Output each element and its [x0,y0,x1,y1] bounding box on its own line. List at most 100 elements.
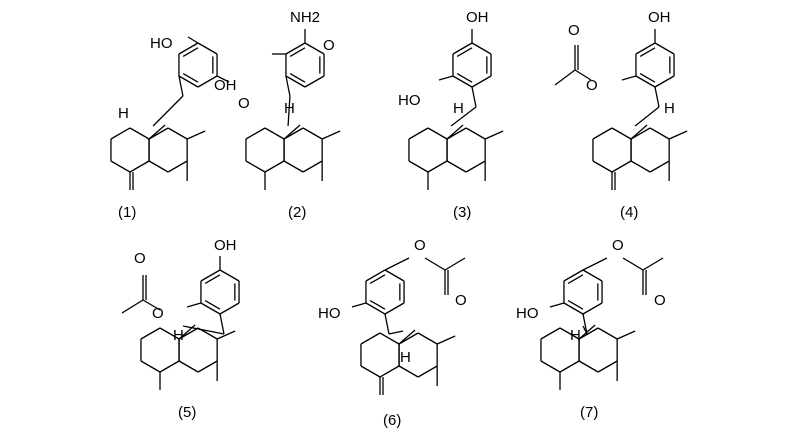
bond [398,332,419,345]
compound-label-1: (1) [118,204,136,221]
bond [452,75,473,88]
bond [559,360,580,373]
bond [438,75,454,81]
bond [639,47,656,57]
atom-label-carbonyl-oxygen: O [134,250,146,267]
compound-label-3: (3) [453,204,471,221]
bond [592,127,613,140]
atom-label-ester-oxygen: O [586,77,598,94]
bond [219,302,240,315]
bond [283,124,301,140]
bond [611,127,632,140]
bond [408,127,429,140]
bond [465,160,486,173]
bond [554,69,576,86]
bond [129,127,150,140]
bond [302,160,323,173]
bond [200,302,221,315]
bond [178,324,196,340]
bond [152,95,184,127]
bond [186,302,202,308]
bond [121,299,144,314]
bond [140,360,161,373]
bond [200,269,221,282]
bond [436,335,456,345]
bond [578,324,596,340]
bond [592,160,613,173]
bond [635,75,656,88]
bond [540,327,561,340]
compound-label-5: (5) [178,404,196,421]
bond [634,106,660,127]
atom-label-amine: NH2 [290,9,320,26]
bond [148,124,166,140]
bond [360,365,381,378]
bond [304,42,325,55]
bond [182,47,199,57]
compound-4: OH O O H (4) [568,9,675,221]
bond [398,365,419,378]
atom-label-h: H [118,105,129,122]
bond [398,329,416,345]
bond [654,86,660,108]
compound-6: O O HO H (6) [318,237,467,429]
bond [197,42,218,55]
atom-label-h: H [173,327,184,344]
bond [245,160,266,173]
bond [167,127,188,140]
atom-label-h: H [664,100,675,117]
bond [283,160,304,173]
bond [456,47,473,57]
bond [142,299,161,311]
bond [283,127,304,140]
atom-label-h: H [400,349,411,366]
bond [379,365,400,378]
bond [582,302,603,315]
bond [597,360,618,373]
bond [649,160,670,173]
bond [563,302,584,315]
bond [204,300,221,310]
bond [567,274,584,284]
atom-label-ester-oxygen: O [414,237,426,254]
bond-lines [110,29,688,395]
bond [148,127,169,140]
bond [630,160,651,173]
atom-label-h: H [284,100,295,117]
bond [159,327,180,340]
bond [186,130,206,140]
bond [649,127,670,140]
compound-label-4: (4) [620,204,638,221]
bond [245,127,266,140]
bond [289,47,306,57]
compound-2: NH2 O O H (2) [238,9,335,221]
bond [360,332,381,345]
bond [289,73,306,83]
atom-label-carbonyl-oxygen: O [455,292,467,309]
bond [578,327,599,340]
bond [654,42,675,55]
bond [446,127,467,140]
bond [446,160,467,173]
compound-5: OH O O H (5) [134,237,237,421]
bond [582,313,588,335]
compound-label-2: (2) [288,204,306,221]
bond [567,300,584,310]
bond [182,73,199,83]
bond [110,127,131,140]
bond [302,127,323,140]
bond [197,75,218,88]
bond [630,124,648,140]
bond [369,274,386,284]
bond [178,42,199,55]
bond [635,42,656,55]
bond [540,360,561,373]
bond [365,302,386,315]
bond [471,42,492,55]
bond [456,73,473,83]
bond [622,257,644,271]
compound-label-7: (7) [580,404,598,421]
bond [582,257,608,271]
bond [384,269,405,282]
